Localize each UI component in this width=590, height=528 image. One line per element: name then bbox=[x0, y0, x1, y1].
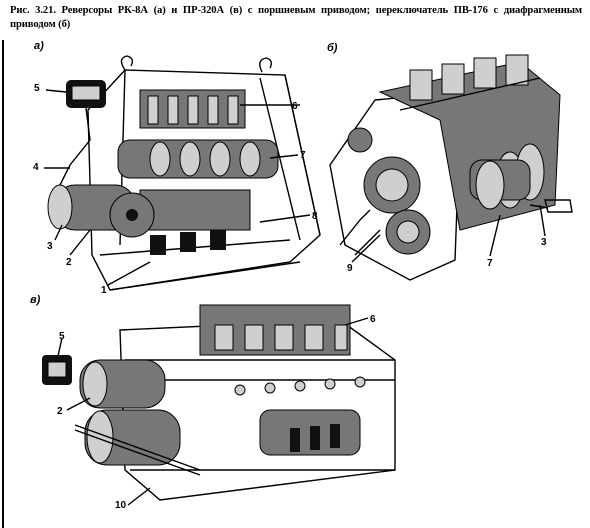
callout-a-2: 2 bbox=[66, 257, 72, 268]
panel-b-label: б) bbox=[327, 42, 338, 54]
callout-b-7: 7 bbox=[487, 258, 493, 269]
callout-v-2: 2 bbox=[57, 406, 63, 417]
callout-v-10: 10 bbox=[115, 500, 127, 511]
page-edge-line bbox=[2, 40, 4, 528]
panel-v-label: в) bbox=[30, 294, 41, 306]
callout-b-3: 3 bbox=[541, 237, 547, 248]
callout-a-4: 4 bbox=[33, 162, 39, 173]
callout-v-5: 5 bbox=[59, 331, 65, 342]
figure-caption: Рис. 3.21. Реверсоры РК-8А (а) и ПР-320А… bbox=[10, 5, 582, 30]
callout-b-9: 9 bbox=[347, 263, 353, 274]
drawing-panel-v bbox=[42, 304, 396, 506]
callout-a-3: 3 bbox=[47, 241, 53, 252]
drawing-panel-b bbox=[329, 54, 573, 281]
callout-a-6: 6 bbox=[292, 101, 298, 112]
callout-a-1: 1 bbox=[101, 285, 107, 296]
drawing-panel-a bbox=[44, 55, 321, 291]
callout-a-5: 5 bbox=[34, 83, 40, 94]
callout-v-6: 6 bbox=[370, 314, 376, 325]
panel-a-label: а) bbox=[34, 40, 44, 52]
callout-a-8: 8 bbox=[312, 211, 318, 222]
